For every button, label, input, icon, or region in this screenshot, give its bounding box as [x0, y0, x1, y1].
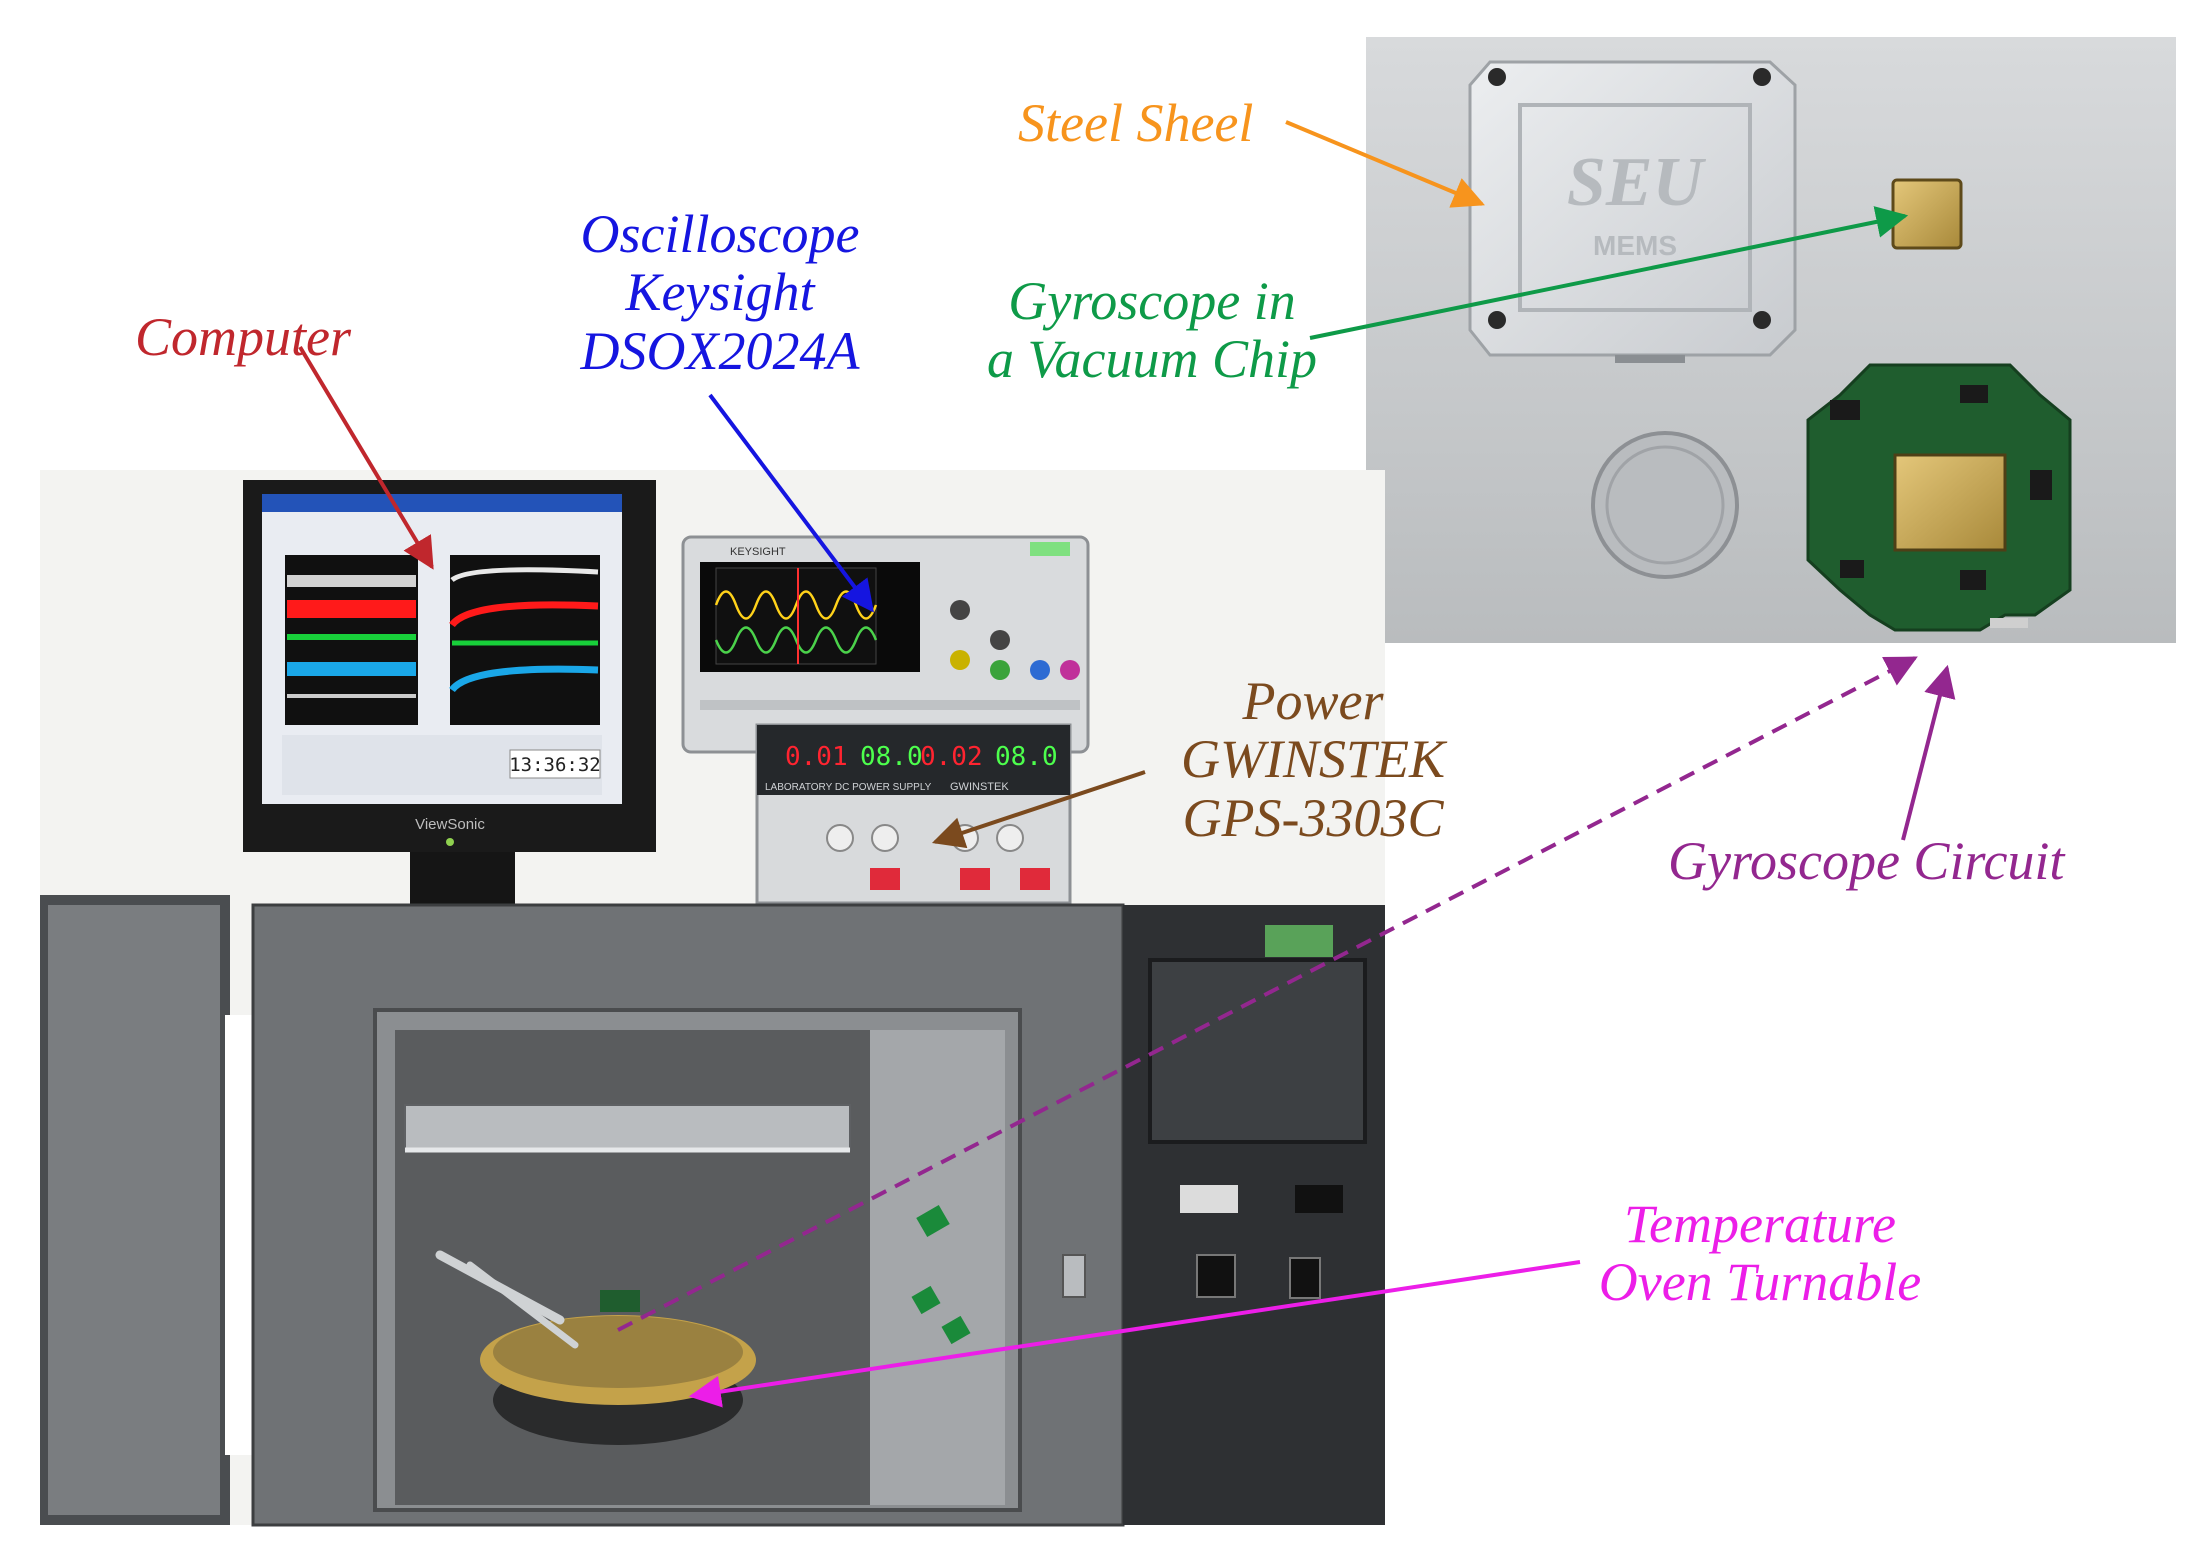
psu-readout-4: 08.0 [995, 742, 1058, 772]
temperature-oven [40, 895, 1385, 1527]
power-label-line-3: GPS-3303C [1182, 787, 1444, 848]
gyro-chip-label-line-2: a Vacuum Chip [987, 329, 1317, 390]
gyroscope-pcb [1806, 363, 2072, 632]
monitor-brand: ViewSonic [415, 816, 485, 833]
gyro-circuit-label: Gyroscope Circuit [1668, 831, 2065, 891]
oscilloscope-label-line-1: Oscilloscope [580, 204, 860, 264]
computer-label: Computer [135, 307, 351, 367]
power-label: Power GWINSTEK GPS-3303C [1148, 672, 1478, 847]
psu-panel-label: LABORATORY DC POWER SUPPLY [765, 782, 932, 793]
gyro-circuit-arrow [1901, 664, 1956, 841]
vacuum-chip [1891, 178, 1963, 250]
gyro-chip-label-line-1: Gyroscope in [1008, 271, 1296, 331]
scope-brand: KEYSIGHT [730, 546, 786, 558]
oven-label-line-2: Oven Turnable [1598, 1252, 1922, 1313]
gyro-circuit-dashed-arrow [617, 656, 1918, 1332]
coin [1591, 431, 1739, 579]
gyro-chip-label: Gyroscope in a Vacuum Chip [952, 272, 1352, 389]
oscilloscope: KEYSIGHT [681, 535, 1090, 754]
psu-readout-1: 0.01 [785, 742, 848, 772]
psu-brand: GWINSTEK [950, 781, 1009, 793]
power-label-line-1: Power [1242, 671, 1384, 731]
steel-sheel-label: Steel Sheel [1018, 93, 1254, 153]
housing-logo: SEU [1567, 144, 1707, 221]
gyro-chip-arrow [1309, 206, 1909, 340]
oven-label: Temperature Oven Turnable [1560, 1195, 1960, 1312]
power-arrow [931, 770, 1146, 849]
computer-arrow [298, 345, 434, 570]
steel-housing: SEU MEMS [1468, 60, 1797, 363]
oven-arrow [688, 1260, 1581, 1408]
oscilloscope-label-line-2: Keysight [625, 262, 815, 323]
psu-readout-2: 08.0 [860, 742, 923, 772]
power-supply: 0.01 08.0 0.02 08.0 LABORATORY DC POWER … [755, 723, 1072, 905]
housing-sub-logo: MEMS [1593, 230, 1677, 261]
oscilloscope-label-line-3: DSOX2024A [580, 320, 860, 381]
monitor: 13:36:32 ViewSonic [243, 480, 656, 907]
monitor-clock: 13:36:32 [509, 754, 601, 776]
steel-sheel-arrow [1285, 120, 1485, 208]
power-label-line-2: GWINSTEK [1180, 729, 1445, 790]
inset-photo: SEU MEMS [1366, 37, 2176, 643]
oscilloscope-arrow [708, 393, 874, 613]
oven-label-line-1: Temperature [1623, 1194, 1896, 1254]
psu-readout-3: 0.02 [920, 742, 983, 772]
oscilloscope-label: Oscilloscope Keysight DSOX2024A [555, 205, 885, 380]
